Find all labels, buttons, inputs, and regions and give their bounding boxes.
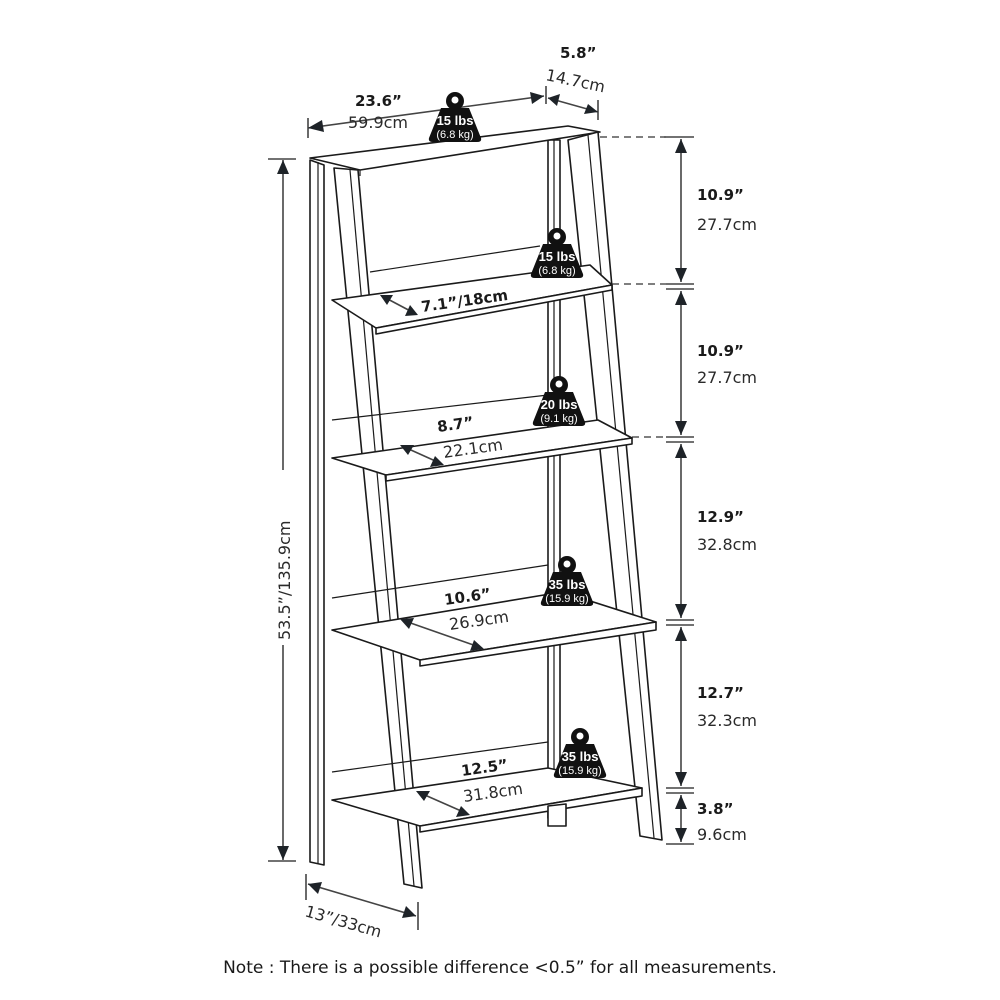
depth-top-in-label: 5.8” [560,44,596,62]
spacing-2-in: 10.9” [697,342,744,360]
dimension-lines [268,86,694,930]
svg-text:20 lbs: 20 lbs [541,397,578,412]
base-depth-label: 13”/33cm [303,902,384,942]
weight-icon-4: 35 lbs (15.9 kg) [540,556,594,606]
spacing-4-cm: 32.3cm [697,711,757,730]
svg-text:(15.9 kg): (15.9 kg) [558,765,601,777]
shelf-depth-2-in: 8.7” [436,413,475,436]
svg-text:(9.1 kg): (9.1 kg) [540,413,577,425]
width-cm-label: 59.9cm [348,113,408,132]
depth-top-cm-label: 14.7cm [544,65,607,96]
weight-icon-5: 35 lbs (15.9 kg) [553,728,607,778]
svg-text:(15.9 kg): (15.9 kg) [545,593,588,605]
measurement-note: Note : There is a possible difference <0… [223,958,777,978]
spacing-3-in: 12.9” [697,508,744,526]
weight-icon-3: 20 lbs (9.1 kg) [532,376,586,426]
bookshelf-frame [309,125,663,889]
spacing-2-cm: 27.7cm [697,368,757,387]
width-in-label: 23.6” [355,92,402,110]
spacing-1-in: 10.9” [697,186,744,204]
weight-icon-2: 15 lbs (6.8 kg) [530,228,584,278]
spacing-5-in: 3.8” [697,800,733,818]
svg-text:15 lbs: 15 lbs [437,113,474,128]
spacing-4-in: 12.7” [697,684,744,702]
spacing-5-cm: 9.6cm [697,825,747,844]
weight-icon-1: 15 lbs (6.8 kg) [428,92,482,142]
svg-text:(6.8 kg): (6.8 kg) [538,265,575,277]
svg-text:35 lbs: 35 lbs [549,577,586,592]
height-label: 53.5”/135.9cm [275,521,294,641]
svg-text:15 lbs: 15 lbs [539,249,576,264]
svg-text:35 lbs: 35 lbs [562,749,599,764]
spacing-3-cm: 32.8cm [697,535,757,554]
spacing-1-cm: 27.7cm [697,215,757,234]
svg-text:(6.8 kg): (6.8 kg) [436,129,473,141]
